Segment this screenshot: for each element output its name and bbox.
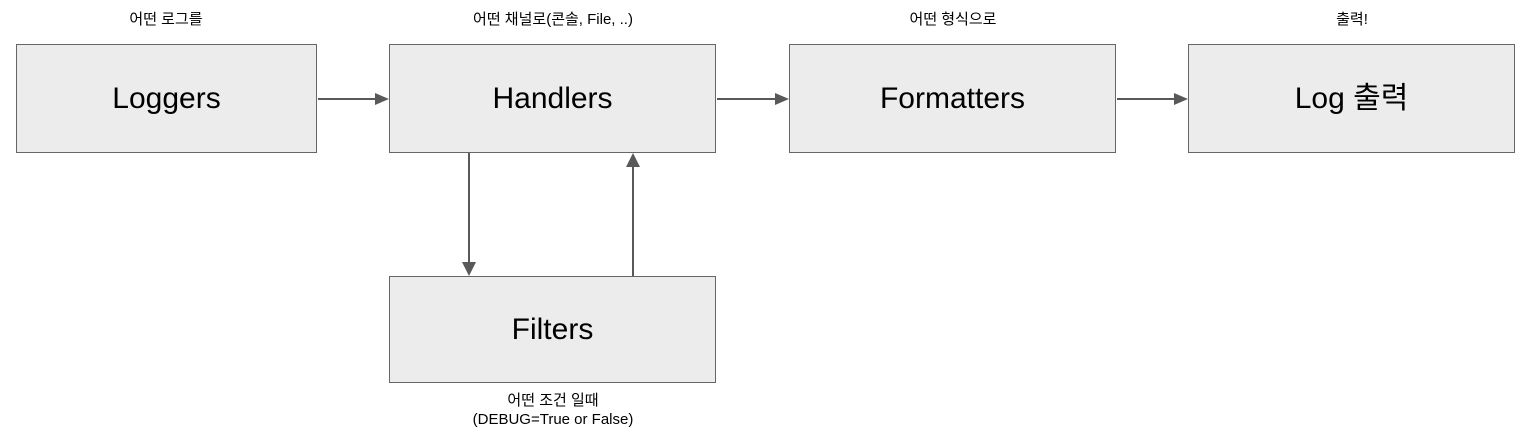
- edge-handlers-to-filters: [462, 153, 476, 276]
- node-log-output-label: Log 출력: [1294, 82, 1409, 115]
- caption-filters: 어떤 조건 일때 (DEBUG=True or False): [472, 392, 634, 428]
- edge-formatters-to-log-output: [1117, 93, 1188, 105]
- node-loggers-label: Loggers: [112, 82, 221, 115]
- node-filters-label: Filters: [511, 313, 594, 346]
- node-handlers[interactable]: Handlers: [389, 44, 716, 153]
- node-formatters[interactable]: Formatters: [789, 44, 1116, 153]
- edge-filters-to-handlers: [626, 153, 640, 276]
- caption-log-output: 출력!: [1336, 11, 1368, 28]
- edge-loggers-to-handlers: [318, 93, 389, 105]
- node-handlers-label: Handlers: [492, 82, 613, 115]
- edge-handlers-to-formatters: [717, 93, 789, 105]
- caption-loggers: 어떤 로그를: [129, 11, 203, 28]
- node-log-output[interactable]: Log 출력: [1188, 44, 1515, 153]
- node-loggers[interactable]: Loggers: [16, 44, 317, 153]
- caption-formatters: 어떤 형식으로: [909, 11, 997, 28]
- node-formatters-label: Formatters: [879, 82, 1026, 115]
- node-filters[interactable]: Filters: [389, 276, 716, 383]
- caption-handlers: 어떤 채널로(콘솔, File, ..): [473, 11, 633, 28]
